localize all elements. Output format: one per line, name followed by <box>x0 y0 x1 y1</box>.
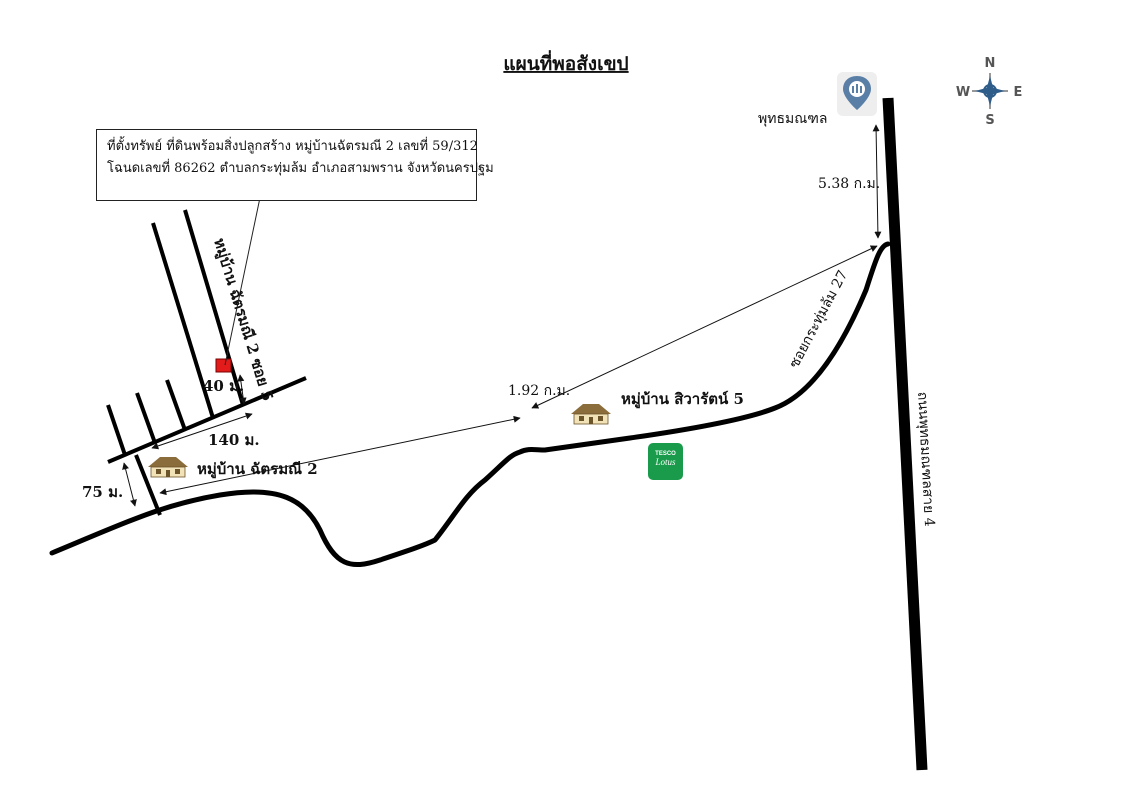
arrow-village-link <box>159 415 521 496</box>
label-soi-krathum-lom: ซอยกระทุ่มล้ม 27 <box>786 268 851 371</box>
map-title: แผนที่พอสังเขป <box>503 50 628 75</box>
label-1-92km: 1.92 ก.ม. <box>508 383 570 399</box>
arrow-1-92km <box>531 245 878 409</box>
label-140m: 140 ม. <box>208 431 260 449</box>
compass-icon: N S W E <box>956 56 1023 128</box>
label-main-road: ถนนพุทธมณฑลสาย 4 <box>914 391 937 527</box>
temple-pin-icon <box>837 72 877 116</box>
main-road <box>882 97 928 771</box>
label-village-siwarat: หมู่บ้าน สิวารัตน์ 5 <box>621 390 744 409</box>
label-5-38km: 5.38 ก.ม. <box>818 176 880 192</box>
label-75m: 75 ม. <box>82 483 123 501</box>
leader-line <box>224 187 263 366</box>
compass-s: S <box>985 113 994 128</box>
arrow-40m <box>237 374 247 405</box>
label-temple: พุทธมณฑล <box>758 111 827 127</box>
info-line-1: ที่ตั้งทรัพย์ ที่ดินพร้อมสิ่งปลูกสร้าง ห… <box>107 139 478 154</box>
arrow-75m <box>122 462 137 507</box>
svg-text:Lotus: Lotus <box>654 457 676 467</box>
property-info-box: ที่ตั้งทรัพย์ ที่ดินพร้อมสิ่งปลูกสร้าง ห… <box>96 129 494 201</box>
label-village-chatmanee: หมู่บ้าน ฉัตรมณี 2 <box>197 460 318 479</box>
house-icon <box>571 404 611 425</box>
svg-text:TESCO: TESCO <box>655 451 676 457</box>
compass-n: N <box>985 56 996 71</box>
arrow-140m <box>151 412 253 450</box>
arrow-5-38km <box>872 124 882 239</box>
info-line-2: โฉนดเลขที่ 86262 ตำบลกระทุ่มล้ม อำเภอสาม… <box>107 161 494 176</box>
property-marker-icon <box>215 358 232 373</box>
compass-w: W <box>956 85 970 100</box>
store-logo-icon: TESCO Lotus <box>648 443 683 480</box>
label-40m: 40 ม. <box>203 377 244 395</box>
house-icon <box>148 457 188 478</box>
compass-e: E <box>1014 85 1023 100</box>
